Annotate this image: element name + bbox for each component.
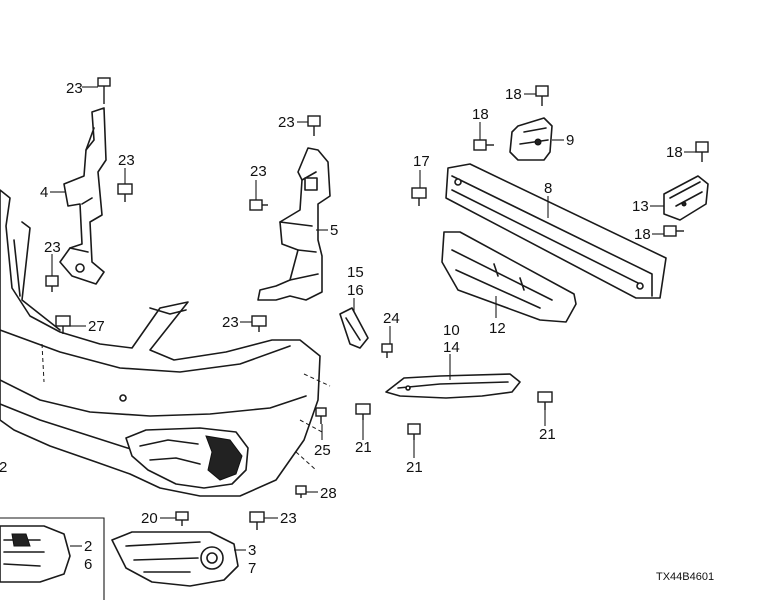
callout: 3: [248, 542, 256, 559]
left-bracket-part-4: [59, 107, 107, 285]
callout: 9: [566, 132, 574, 149]
callout: 28: [320, 485, 337, 502]
callout: 27: [88, 318, 105, 335]
bolt-icon: [537, 391, 553, 410]
bolt-icon: [307, 115, 321, 136]
callout: 23: [66, 80, 83, 97]
bracket-part-13: [663, 175, 709, 221]
bolt-icon: [535, 85, 549, 106]
callout: 17: [413, 153, 430, 170]
callout: 7: [248, 560, 256, 577]
bolt-icon: [411, 187, 427, 206]
callout: 21: [355, 439, 372, 456]
bolt-icon: [97, 77, 111, 104]
bolt-icon: [117, 183, 133, 202]
fog-garnish-part-2-6: [0, 517, 105, 600]
bolt-icon: [249, 511, 265, 530]
front-bumper-fascia: [0, 189, 331, 497]
bolt-icon: [315, 407, 327, 424]
callout: 2: [0, 459, 7, 476]
callout: 12: [489, 320, 506, 337]
callout: 18: [634, 226, 651, 243]
callout: 5: [330, 222, 338, 239]
callout: 23: [250, 163, 267, 180]
bolt-icon: [473, 139, 494, 151]
callout: 14: [443, 339, 460, 356]
callout: 16: [347, 282, 364, 299]
callout: 24: [383, 310, 400, 327]
callout: 23: [280, 510, 297, 527]
bumper-beam-part-8: [445, 163, 667, 299]
callout: 25: [314, 442, 331, 459]
fog-garnish-part-3-7: [111, 531, 239, 587]
callout: 23: [222, 314, 239, 331]
callout: 4: [40, 184, 48, 201]
stay-part-10-14: [385, 373, 521, 399]
callout: 21: [406, 459, 423, 476]
bracket-part-9: [509, 117, 553, 161]
callout: 6: [84, 556, 92, 573]
callout: 10: [443, 322, 460, 339]
bolt-icon: [381, 343, 393, 358]
fasteners: [45, 77, 709, 530]
bolt-icon: [695, 141, 709, 162]
bolt-icon: [663, 225, 684, 237]
leader-lines: [50, 86, 696, 551]
bolt-icon: [45, 275, 59, 292]
callout: 21: [539, 426, 556, 443]
callout: 23: [44, 239, 61, 256]
absorber-part-12: [441, 231, 577, 323]
bolt-icon: [407, 423, 421, 440]
callout: 18: [505, 86, 522, 103]
callouts: 23 23 4 23 27 23 23 5 23 15 16 24 18 18 …: [0, 80, 714, 583]
bolt-icon: [249, 199, 268, 211]
callout: 13: [632, 198, 649, 215]
bolt-icon: [175, 511, 189, 526]
clip-part-15-16: [339, 307, 369, 349]
callout: 2: [84, 538, 92, 555]
callout: 23: [278, 114, 295, 131]
callout: 8: [544, 180, 552, 197]
callout: 15: [347, 264, 364, 281]
callout: 18: [666, 144, 683, 161]
bolt-icon: [355, 403, 371, 420]
callout: 18: [472, 106, 489, 123]
bolt-icon: [55, 315, 71, 334]
callout: 23: [118, 152, 135, 169]
bolt-icon: [295, 485, 307, 498]
bolt-icon: [251, 315, 267, 332]
diagram-code: TX44B4601: [656, 571, 714, 583]
center-bracket-part-5: [257, 147, 331, 301]
callout: 20: [141, 510, 158, 527]
